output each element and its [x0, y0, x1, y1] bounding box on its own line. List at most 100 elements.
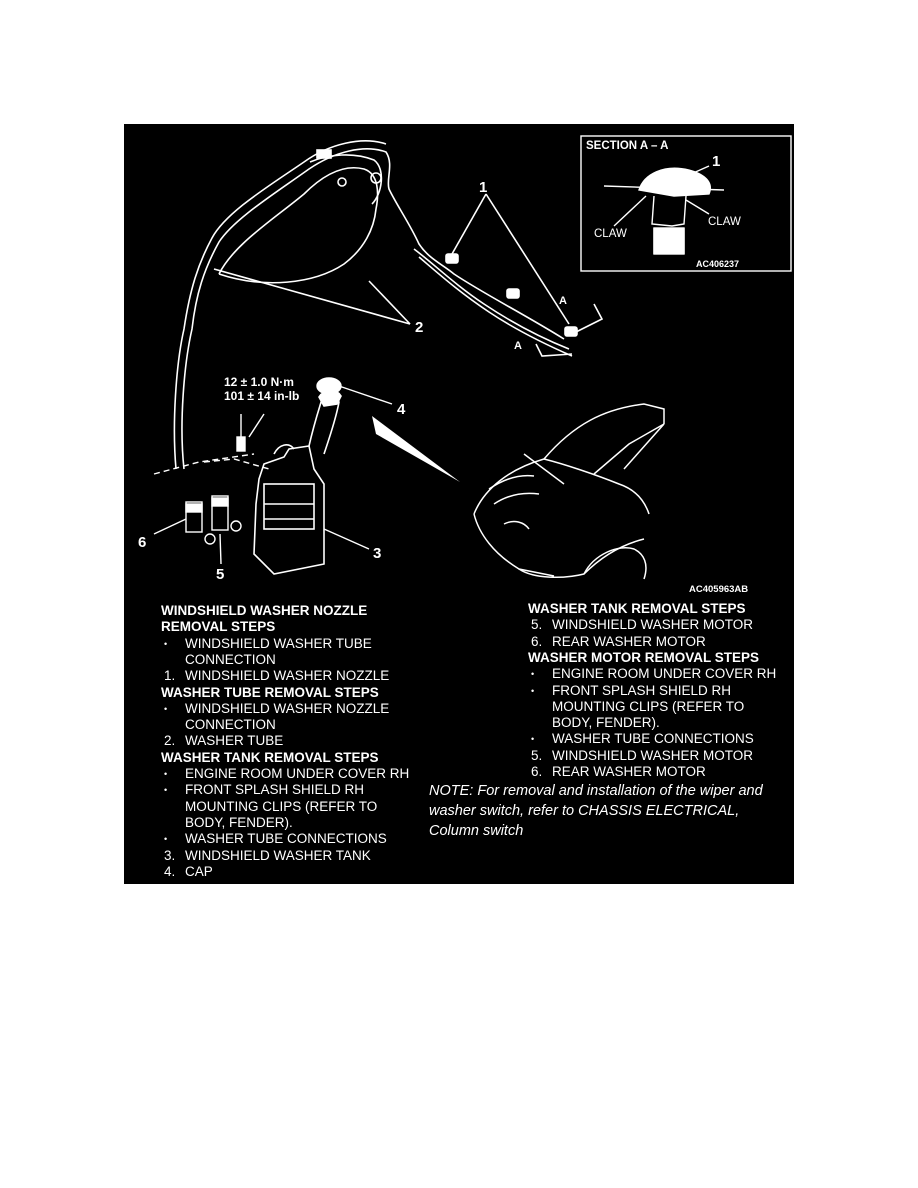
- step-line: •WASHER TUBE CONNECTIONS: [531, 731, 754, 747]
- step-number: 6.: [531, 633, 543, 649]
- step-line: 6. REAR WASHER MOTOR: [531, 633, 706, 650]
- callout-4: 4: [397, 401, 406, 418]
- section-inset: [580, 135, 792, 272]
- tube-clip-shape: [370, 172, 382, 184]
- section-title: SECTION A – A: [586, 140, 668, 152]
- step-text: ENGINE ROOM UNDER COVER RH: [185, 766, 410, 781]
- vehicle-outline-shape: [473, 403, 665, 580]
- washer-nozzle-shape: [506, 288, 520, 299]
- step-line: REMOVAL STEPS: [161, 619, 275, 635]
- tank-cap-shape: [316, 377, 342, 395]
- washer-tube-line: [181, 148, 565, 470]
- step-number: 5.: [531, 617, 543, 633]
- washer-system-diagram: SECTION A – A 1 CLAW CLAW AC406237 1 2 A…: [138, 135, 792, 594]
- step-number: 6.: [531, 764, 543, 779]
- step-line: • WASHER TUBE CONNECTIONS: [164, 831, 387, 847]
- step-line: • FRONT SPLASH SHIELD RH: [164, 782, 365, 798]
- step-text: MOUNTING CLIPS (REFER TO: [185, 798, 378, 814]
- step-line: MOUNTING CLIPS (REFER TO: [185, 799, 377, 815]
- step-line: •FRONT SPLASH SHIELD RH: [531, 683, 731, 699]
- claw-label-left: CLAW: [594, 228, 627, 240]
- bullet-marker: •: [164, 834, 168, 845]
- section-arrow-upper: [575, 303, 604, 333]
- grommet-shape: [204, 533, 216, 545]
- step-line: MOUNTING CLIPS (REFER TO: [552, 699, 744, 715]
- callout-leader: [485, 193, 570, 325]
- step-text: WASHER TUBE: [185, 733, 284, 749]
- callout-leader: [248, 413, 265, 438]
- step-text: WASHER TANK REMOVAL STEPS: [528, 601, 746, 616]
- step-text: BODY, FENDER).: [185, 814, 293, 830]
- step-line: • WINDSHIELD WASHER NOZZLE: [164, 700, 390, 717]
- callout-2: 2: [415, 319, 423, 336]
- step-number: 4.: [164, 863, 176, 879]
- callout-1: 1: [479, 179, 487, 196]
- washer-tube-line: [418, 256, 573, 357]
- callout-leader: [219, 533, 222, 565]
- step-text: FRONT SPLASH SHIELD RH: [185, 782, 365, 798]
- step-line: WASHER MOTOR REMOVAL STEPS: [528, 650, 759, 666]
- step-line: WASHER TUBE REMOVAL STEPS: [161, 685, 379, 701]
- step-text: CAP: [185, 863, 213, 879]
- callout-a-upper: A: [559, 295, 567, 307]
- note-line: NOTE: For removal and installation of th…: [429, 783, 763, 799]
- callout-leader: [368, 280, 411, 325]
- callout-1-inset: 1: [712, 153, 720, 170]
- step-line: WASHER TANK REMOVAL STEPS: [161, 750, 379, 766]
- step-number: 2.: [164, 733, 176, 749]
- step-line: 3.WINDSHIELD WASHER TANK: [164, 847, 371, 864]
- step-text: WINDSHIELD WASHER NOZZLE: [185, 668, 390, 684]
- step-text: WASHER TUBE CONNECTIONS: [185, 831, 387, 847]
- bullet-marker: •: [531, 685, 535, 696]
- step-line: 4. CAP: [164, 863, 213, 880]
- bracket-outline: [153, 453, 255, 475]
- figure-panel: SECTION A – A 1 CLAW CLAW AC406237 1 2 A…: [124, 124, 794, 884]
- step-line: CONNECTION: [185, 717, 276, 733]
- mounting-bolt-shape: [236, 436, 246, 452]
- step-text: CONNECTION: [185, 651, 276, 667]
- step-text: WASHER TUBE REMOVAL STEPS: [161, 684, 379, 700]
- step-line: WINDSHIELD WASHER NOZZLE: [161, 603, 367, 619]
- step-text: REAR WASHER MOTOR: [552, 633, 706, 649]
- step-line: CONNECTION: [185, 652, 276, 668]
- step-text: WASHER TANK REMOVAL STEPS: [161, 749, 379, 765]
- bullet-marker: •: [164, 785, 168, 796]
- washer-nozzle-shape: [445, 253, 459, 264]
- callout-leader: [451, 193, 487, 255]
- callout-leader: [153, 518, 187, 535]
- step-line: WASHER TANK REMOVAL STEPS: [528, 601, 746, 617]
- tube-clip-shape: [337, 177, 347, 187]
- callout-a-lower: A: [514, 340, 522, 352]
- step-line: • ENGINE ROOM UNDER COVER RH: [531, 666, 777, 682]
- washer-tube-line: [218, 167, 379, 284]
- step-text: WINDSHIELD WASHER NOZZLE: [185, 700, 390, 716]
- step-text: WASHER MOTOR REMOVAL STEPS: [528, 649, 760, 665]
- bullet-marker: •: [164, 703, 168, 714]
- windshield-washer-motor-shape: [211, 497, 229, 507]
- callout-3: 3: [373, 545, 381, 562]
- callout-leader: [213, 268, 411, 325]
- step-number: 5.: [531, 747, 543, 763]
- figure-code: AC405963AB: [689, 584, 748, 594]
- step-line: BODY, FENDER).: [185, 815, 293, 831]
- rear-washer-motor-shape: [185, 503, 203, 513]
- step-line: •WINDSHIELD WASHER TUBE: [164, 636, 372, 652]
- step-line: 2. WASHER TUBE: [164, 733, 284, 749]
- step-text: WINDSHIELD WASHER NOZZLE: [161, 603, 368, 618]
- step-text: WINDSHIELD WASHER MOTOR: [552, 617, 754, 633]
- inset-code: AC406237: [696, 259, 739, 269]
- callout-leader: [323, 528, 370, 550]
- callout-leader: [338, 385, 393, 405]
- note-text: NOTE: For removal and installation of th…: [429, 781, 763, 841]
- step-line: • ENGINE ROOM UNDER COVER RH: [164, 766, 410, 782]
- step-text: WINDSHIELD WASHER MOTOR: [552, 747, 754, 763]
- note-line: Column switch: [429, 823, 524, 839]
- bullet-marker: •: [531, 669, 535, 680]
- step-text: REAR WASHER MOTOR: [552, 764, 706, 779]
- torque-inlb: 101 ± 14 in-lb: [224, 389, 299, 403]
- step-text: ENGINE ROOM UNDER COVER RH: [552, 666, 777, 682]
- step-text: CONNECTION: [185, 717, 276, 733]
- step-text: BODY, FENDER).: [552, 715, 660, 731]
- step-text: WINDSHIELD WASHER TANK: [185, 847, 371, 863]
- bullet-marker: •: [164, 769, 168, 779]
